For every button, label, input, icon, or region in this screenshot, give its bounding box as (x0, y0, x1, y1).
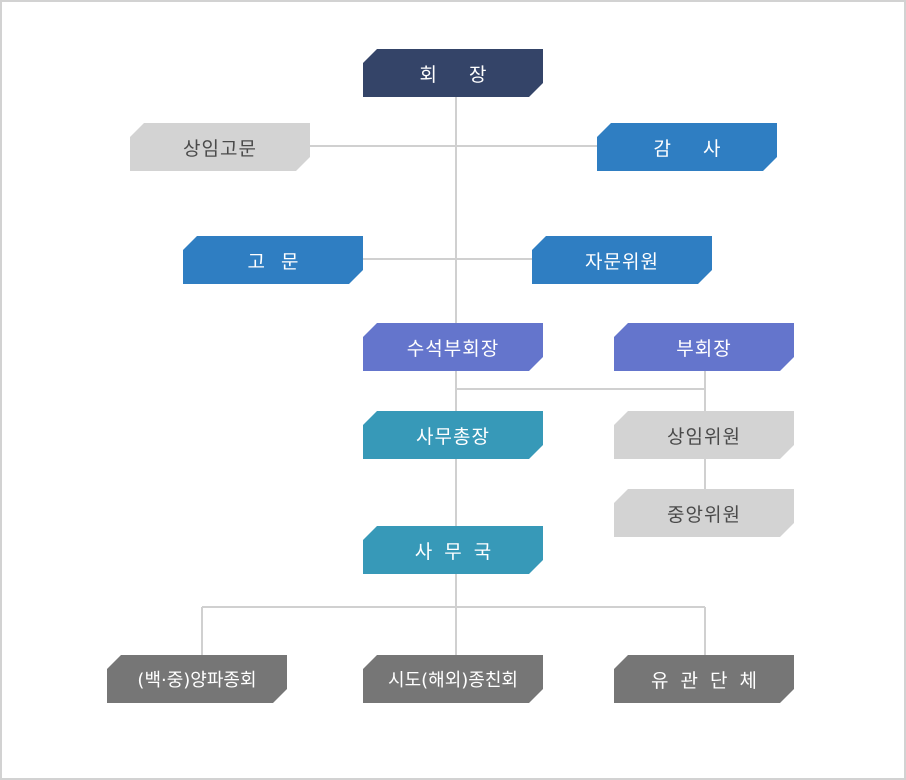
vice-chairman-box: 부회장 (614, 323, 794, 371)
secretariat-box: 사 무 국 (363, 526, 543, 574)
clan-branches-box: (백·중)양파종회 (107, 655, 287, 703)
advisor-box: 고 문 (183, 236, 363, 284)
standing-committee-box: 상임위원 (614, 411, 794, 459)
standing-advisor-box: 상임고문 (130, 123, 310, 171)
secretary-general-box: 사무총장 (363, 411, 543, 459)
regional-clans-box: 시도(해외)종친회 (363, 655, 543, 703)
chairman-box: 회 장 (363, 49, 543, 97)
affiliated-groups-box: 유 관 단 체 (614, 655, 794, 703)
senior-vice-chairman-box: 수석부회장 (363, 323, 543, 371)
advisory-committee-box: 자문위원 (532, 236, 712, 284)
auditor-box: 감 사 (597, 123, 777, 171)
central-committee-box: 중앙위원 (614, 489, 794, 537)
